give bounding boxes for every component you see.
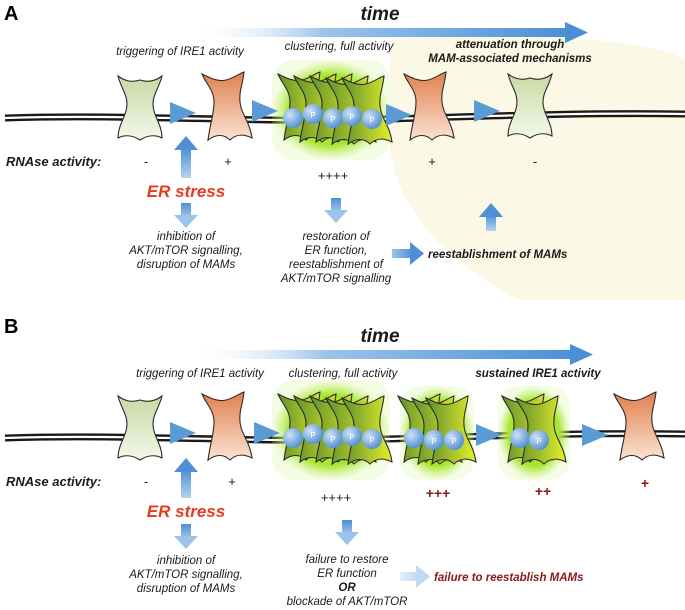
rnase-label: RNAse activity: [6, 474, 101, 489]
effect-inhibition: AKT/mTOR signalling, [128, 245, 243, 257]
ire1-active [201, 71, 253, 141]
effect-outcome: failure to reestablish MAMs [434, 572, 584, 584]
panel-b: B time triggering of IRE1 activity clust… [4, 316, 685, 608]
ire1-inactive [117, 75, 163, 141]
phospho-group: P P P P [283, 104, 382, 129]
activity-level: ++++ [321, 490, 351, 505]
transition-arrow [170, 102, 196, 124]
effect-or: OR [338, 582, 356, 594]
stage-label-cluster: clustering, full activity [289, 368, 399, 380]
time-arrow-shaft [190, 350, 575, 359]
cluster-down-arrow [335, 520, 359, 545]
attenuation-background [390, 36, 685, 300]
effect-failure: failure to restore [305, 554, 388, 566]
activity-level: - [144, 474, 148, 489]
stage-label-attenuation: attenuation through [456, 39, 565, 51]
effect-restoration: AKT/mTOR signalling [280, 273, 392, 285]
ire1-active [613, 391, 665, 461]
effect-inhibition: AKT/mTOR signalling, [128, 569, 243, 581]
phospho-label: P [349, 433, 354, 442]
phospho-label: P [451, 437, 456, 446]
er-stress-label: ER stress [147, 502, 225, 521]
stage-label-attenuation-2: MAM-associated mechanisms [428, 53, 592, 65]
er-stress-down-arrow [174, 524, 198, 549]
phospho-label: P [330, 115, 335, 124]
panel-a: A time triggering of IRE1 activity clust… [4, 3, 685, 300]
time-arrow-head [565, 22, 588, 43]
panel-letter: A [4, 3, 18, 25]
activity-level: - [144, 154, 148, 169]
phospho-label: P [310, 111, 315, 120]
transition-arrow [386, 104, 412, 126]
effect-inhibition: disruption of MAMs [137, 259, 236, 271]
effect-inhibition: disruption of MAMs [137, 583, 236, 595]
stage-label-trigger: triggering of IRE1 activity [136, 368, 265, 380]
activity-level: + [228, 474, 236, 489]
effect-outcome: reestablishment of MAMs [428, 249, 567, 261]
er-stress-down-arrow [174, 203, 198, 228]
time-arrow-head [570, 344, 593, 365]
time-label: time [360, 326, 400, 347]
phospho-label: P [536, 437, 541, 446]
transition-arrow [474, 100, 500, 122]
effect-inhibition: inhibition of [157, 231, 217, 243]
activity-level: - [533, 154, 537, 169]
effect-restoration: reestablishment of [289, 259, 385, 271]
effect-restoration: restoration of [302, 231, 371, 243]
effect-restoration: ER function, [305, 245, 368, 257]
phospho-label: P [369, 436, 374, 445]
stage-label-cluster: clustering, full activity [285, 41, 395, 53]
phospho-label: P [330, 435, 335, 444]
effect-blockade: blockade of AKT/mTOR [287, 596, 408, 608]
outcome-arrow [392, 242, 424, 265]
activity-level: + [428, 154, 436, 169]
activity-level: +++ [426, 485, 451, 501]
mam-up-arrow [479, 203, 503, 231]
phospho-label: P [369, 116, 374, 125]
ire1-inactive [117, 395, 163, 461]
activity-level: ++++ [318, 168, 348, 183]
phospho-label: P [349, 113, 354, 122]
effect-failure: ER function [317, 568, 376, 580]
transition-arrow [252, 100, 278, 122]
er-stress-up-arrow [174, 458, 198, 498]
transition-arrow [254, 422, 280, 444]
stage-label-trigger: triggering of IRE1 activity [116, 46, 245, 58]
panel-letter: B [4, 316, 18, 338]
effect-inhibition: inhibition of [157, 555, 217, 567]
time-arrow-shaft [190, 28, 570, 37]
phospho-label: P [310, 431, 315, 440]
er-stress-label: ER stress [147, 182, 225, 201]
stage-label-sustained: sustained IRE1 activity [475, 368, 601, 380]
activity-level: + [224, 154, 232, 169]
transition-arrow [582, 424, 608, 446]
transition-arrow [170, 422, 196, 444]
rnase-label: RNAse activity: [6, 154, 101, 169]
ire1-dimer: P [498, 386, 570, 480]
phospho-group: P P P P [283, 424, 382, 449]
transition-arrow [476, 424, 502, 446]
phospho-label: P [431, 437, 436, 446]
cluster-down-arrow [324, 198, 348, 223]
activity-level: ++ [535, 483, 551, 499]
time-label: time [360, 4, 400, 25]
ire1-active [201, 391, 253, 461]
outcome-arrow [400, 565, 430, 588]
ire1-trimer: P P [397, 386, 477, 480]
er-stress-up-arrow [174, 136, 198, 178]
activity-level: + [641, 475, 649, 491]
